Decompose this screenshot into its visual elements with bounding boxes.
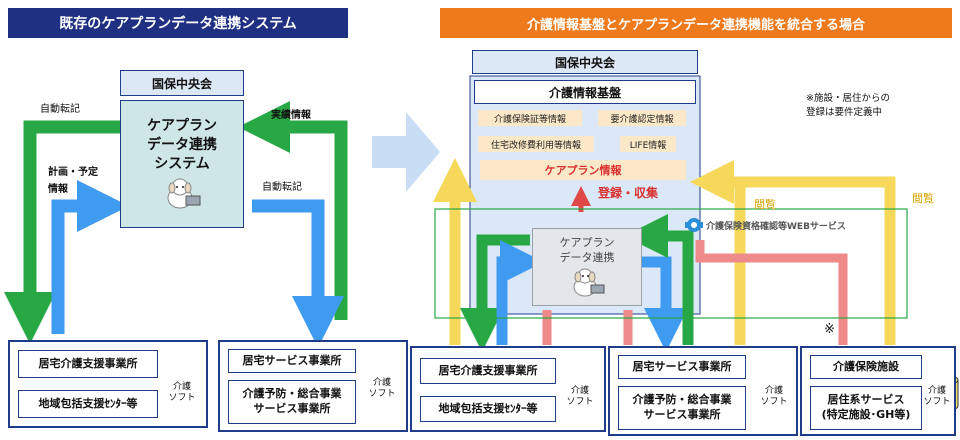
register-collect-label: 登録・収集 [598,186,659,200]
mascot-dog-icon [573,268,605,297]
link-line-2: データ連携 [559,251,615,264]
left-system-line-2: データ連携 [147,137,217,153]
software-line-2: ソフト [168,393,196,403]
chip-life-info: LIFE情報 [620,136,676,152]
right-office-group-2: 居宅サービス事業所 介護予防・総合事業 サービス事業所 [608,346,798,436]
software-line-1: 介護 [372,378,391,388]
web-service-label: 介護保険資格確認等WEBサービス [706,222,846,232]
software-line-1: 介護 [172,382,191,392]
right-careplan-link-box: ケアプラン データ連携 [532,228,642,306]
left-system-line-3: システム [154,156,210,172]
results-info-arrow [238,101,348,320]
facility-asterisk: ※ [824,322,835,337]
left-office2-b-line-1: 介護予防・総合事業 [242,387,342,401]
software-line-2: ソフト [923,397,951,407]
chip-care-certification: 要介護認定情報 [598,110,686,126]
note-line-2: 登録は要件定義中 [806,107,883,118]
blue-arrow-down [634,256,688,352]
chip-housing-renovation: 住宅改修費利用等情報 [478,136,594,152]
auto-transfer-left-arrow [4,120,120,344]
right-office1-b: 地域包括支援ｾﾝﾀｰ等 [420,396,556,422]
web-service-band [434,208,908,319]
note-line-1: ※施設・居住からの [806,93,890,104]
view-arrow-mid [690,160,746,345]
software-line-1: 介護 [570,386,589,396]
left-header: 既存のケアプランデータ連携システム [8,8,348,38]
left-software-label-1: 介護 ソフト [160,382,204,404]
transition-arrow [372,112,440,192]
careplan-info-bar: ケアプラン情報 [480,160,686,180]
web-service-icon [685,218,703,232]
left-auto-transfer-right-label: 自動転記 [262,182,302,193]
left-office-group-2: 居宅サービス事業所 介護予防・総合事業 サービス事業所 [218,340,408,432]
left-auto-transfer-label: 自動転記 [40,104,80,115]
plan-info-line-2: 情報 [48,184,68,195]
left-plan-info-label: 計画・予定 情報 [48,164,98,198]
left-office2-b: 介護予防・総合事業 サービス事業所 [228,380,356,424]
plan-info-arrow [51,180,129,334]
right-office3-b-line-2: (特定施設･GH等) [821,408,911,421]
plan-info-line-1: 計画・予定 [48,167,98,178]
view-label-2: 閲覧 [912,192,934,205]
left-system-title: ケアプラン データ連携 システム [121,117,243,174]
right-software-label-3: 介護 ソフト [916,386,958,408]
software-line-2: ソフト [760,397,788,407]
right-software-label-2: 介護 ソフト [752,386,796,408]
right-office3-a: 介護保険施設 [810,355,922,379]
auto-transfer-right-arrow [252,199,344,348]
link-line-1: ケアプラン [559,236,615,249]
link-title: ケアプラン データ連携 [533,235,641,265]
left-office1-a: 居宅介護支援事業所 [18,350,158,378]
left-software-label-2: 介護 ソフト [360,378,404,400]
software-line-1: 介護 [927,386,946,396]
left-office-group-1: 居宅介護支援事業所 地域包括支援ｾﾝﾀｰ等 [8,340,208,428]
left-office1-b: 地域包括支援ｾﾝﾀｰ等 [18,390,158,418]
platform-title: 介護情報基盤 [474,80,696,104]
right-kokuho-label: 国保中央会 [472,50,698,74]
right-office1-a: 居宅介護支援事業所 [420,358,556,384]
left-careplan-system-box: ケアプラン データ連携 システム [120,100,244,228]
view-arrow-right [740,176,896,345]
software-line-2: ソフト [566,397,594,407]
right-office-group-3: 介護保険施設 居住系サービス (特定施設･GH等) [800,346,956,436]
mascot-dog-icon [167,178,201,209]
right-office2-b: 介護予防・総合事業 サービス事業所 [618,386,746,430]
left-kokuho-label: 国保中央会 [120,70,244,96]
blue-arrow-up [496,240,544,345]
right-office2-b-line-1: 介護予防・総合事業 [632,393,732,407]
software-line-2: ソフト [368,389,396,399]
right-office3-b-line-1: 居住系サービス [827,393,905,407]
right-header: 介護情報基盤とケアプランデータ連携機能を統合する場合 [440,8,952,38]
view-label-1: 閲覧 [754,198,776,211]
software-line-1: 介護 [764,386,783,396]
registration-note: ※施設・居住からの 登録は要件定義中 [806,92,890,120]
right-office3-b: 居住系サービス (特定施設･GH等) [810,386,922,430]
right-software-label-1: 介護 ソフト [558,386,602,408]
left-results-info-label: 実績情報 [271,110,311,121]
left-system-line-1: ケアプラン [147,118,217,134]
right-office2-a: 居宅サービス事業所 [618,355,746,379]
left-office2-b-line-2: サービス事業所 [253,402,331,415]
right-office-group-1: 居宅介護支援事業所 地域包括支援ｾﾝﾀｰ等 [410,346,606,432]
chip-insurance-card: 介護保険証等情報 [478,110,582,126]
green-arrow-up [624,214,694,345]
right-office2-b-line-2: サービス事業所 [643,408,721,421]
register-arrow-3 [695,240,848,345]
left-office2-a: 居宅サービス事業所 [228,349,356,373]
